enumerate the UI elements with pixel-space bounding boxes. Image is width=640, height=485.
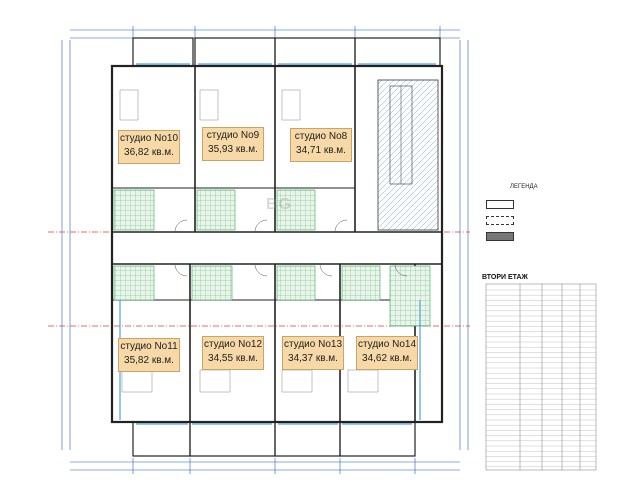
studio-area: 34,55 кв.м.: [208, 353, 258, 364]
wet-areas: [113, 189, 431, 327]
studio-label-13: студио No13 34,37 кв.м.: [282, 336, 344, 370]
legend-row-demolished-wall: [486, 230, 596, 242]
studio-name: студио No12: [203, 339, 263, 350]
studio-label-10: студио No10 36,82 кв.м.: [118, 130, 180, 164]
legend-swatch: [486, 200, 514, 209]
studio-area: 34,62 кв.м.: [362, 353, 412, 364]
studio-area: 34,71 кв.м.: [296, 145, 346, 156]
studio-label-11: студио No11 35,82 кв.м.: [118, 338, 180, 372]
studio-name: студио No9: [206, 130, 260, 141]
legend: ЛЕГЕНДА: [482, 184, 594, 264]
stairwell: [377, 79, 439, 231]
studio-label-8: студио No8 34,71 кв.м.: [290, 128, 352, 162]
legend-swatch: [486, 232, 514, 241]
spec-table-rows: [486, 289, 596, 467]
watermark: BG: [266, 196, 292, 213]
floor-title: ВТОРИ ЕТАЖ: [482, 274, 528, 281]
legend-swatch: [486, 216, 514, 225]
studio-area: 35,82 кв.м.: [124, 355, 174, 366]
studio-area: 34,37 кв.м.: [288, 353, 338, 364]
studio-name: студио No13: [283, 339, 343, 350]
studio-name: студио No14: [357, 339, 417, 350]
studio-label-12: студио No12 34,55 кв.м.: [202, 336, 264, 370]
legend-row-new-wall: [486, 198, 596, 210]
legend-title: ЛЕГЕНДА: [510, 184, 538, 190]
studio-area: 35,93 кв.м.: [208, 144, 258, 155]
door-swings: [174, 219, 408, 277]
spec-table: [485, 283, 597, 471]
studio-name: студио No8: [294, 131, 348, 142]
studio-area: 36,82 кв.м.: [124, 147, 174, 158]
studio-label-9: студио No9 35,93 кв.м.: [202, 127, 264, 161]
studio-label-14: студио No14 34,62 кв.м.: [356, 336, 418, 370]
furniture: [119, 89, 379, 393]
studio-name: студио No11: [120, 341, 178, 352]
legend-row-existing-wall: [486, 214, 596, 226]
studio-name: студио No10: [119, 133, 179, 144]
